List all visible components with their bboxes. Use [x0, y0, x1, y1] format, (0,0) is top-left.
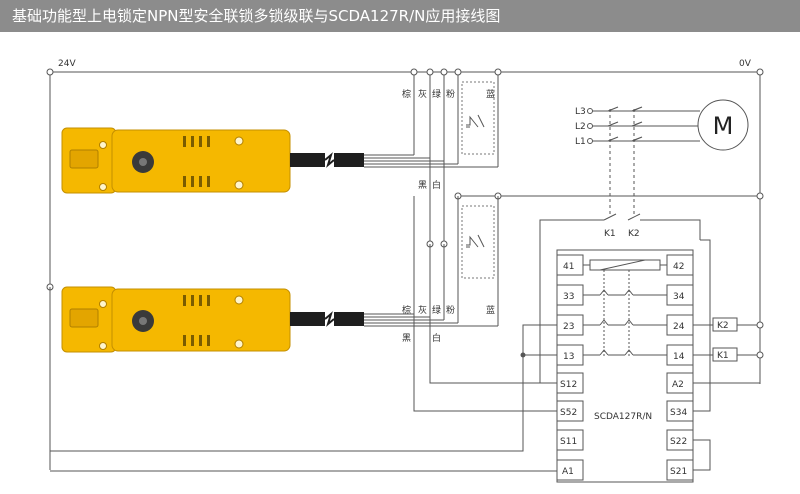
terminal-s12: S12 — [560, 380, 577, 390]
signal-black-label: 黑 — [402, 333, 411, 344]
wire-color-brown: 棕 — [402, 88, 411, 100]
terminal-s11: S11 — [560, 437, 577, 447]
wire-color-green: 绿 — [432, 304, 441, 316]
coil-k2-label: K2 — [717, 321, 729, 331]
relay-left-terminals: 41 33 23 13 S12 S52 S11 A1 — [556, 254, 584, 481]
wire-color-green: 绿 — [432, 88, 441, 100]
sensor-cable — [290, 312, 325, 326]
wire-color-pink: 粉 — [446, 88, 455, 100]
relay-model-label: SCDA127R/N — [594, 412, 652, 422]
contactor-k2-label: K2 — [628, 229, 640, 239]
signal-black-label: 黑 — [418, 180, 427, 191]
terminal-34: 34 — [673, 292, 685, 302]
phase-l2-label: L2 — [575, 122, 586, 132]
safety-relay: 41 33 23 13 S12 S52 S11 A1 42 34 24 14 A… — [556, 249, 694, 483]
phase-l3-label: L3 — [575, 107, 586, 117]
rail-0v-label: 0V — [739, 59, 752, 69]
terminal-24: 24 — [673, 322, 685, 332]
wire-color-blue: 蓝 — [486, 88, 495, 100]
motor-label: M — [713, 112, 734, 140]
rail-0v-node — [756, 68, 764, 76]
three-phase-supply: L3 L2 L1 M K1 K2 — [539, 99, 749, 383]
terminal-14: 14 — [673, 352, 685, 362]
sensor-cable — [290, 153, 325, 167]
wire-color-pink: 粉 — [446, 304, 455, 316]
rail-24v-label: 24V — [58, 59, 76, 69]
wire-color-gray: 灰 — [418, 304, 427, 316]
sensor-top-wires: 棕 灰 绿 粉 蓝 黑 白 — [364, 68, 502, 244]
terminal-a2: A2 — [672, 380, 684, 390]
phase-l1-label: L1 — [575, 137, 586, 147]
contactor-k1-label: K1 — [604, 229, 616, 239]
relay-external-wiring: K2 K1 — [50, 239, 764, 472]
terminal-s34: S34 — [670, 408, 687, 418]
terminal-41: 41 — [563, 262, 574, 272]
terminal-s52: S52 — [560, 408, 577, 418]
wire-color-brown: 棕 — [402, 304, 411, 316]
page-title: 基础功能型上电锁定NPN型安全联锁多锁级联与SCDA127R/N应用接线图 — [12, 7, 501, 25]
terminal-33: 33 — [563, 292, 574, 302]
signal-white-label: 白 — [432, 179, 441, 191]
sensor-bottom — [61, 286, 364, 353]
sensor-top — [61, 127, 364, 194]
terminal-s21: S21 — [670, 467, 687, 477]
terminal-a1: A1 — [562, 467, 574, 477]
rail-24v-node — [46, 68, 54, 76]
wire-color-gray: 灰 — [418, 88, 427, 100]
motor-icon — [697, 99, 749, 151]
relay-right-terminals: 42 34 24 14 A2 S34 S22 S21 — [666, 254, 694, 481]
terminal-42: 42 — [673, 262, 684, 272]
terminal-23: 23 — [563, 322, 574, 332]
signal-white-label: 白 — [432, 332, 441, 344]
terminal-s22: S22 — [670, 437, 687, 447]
sensor-bottom-wires: 棕 灰 绿 粉 蓝 黑 白 — [49, 196, 559, 470]
coil-k1-label: K1 — [717, 351, 729, 361]
title-bar: 基础功能型上电锁定NPN型安全联锁多锁级联与SCDA127R/N应用接线图 — [0, 0, 800, 32]
wire-color-blue: 蓝 — [486, 304, 495, 316]
terminal-13: 13 — [563, 352, 574, 362]
